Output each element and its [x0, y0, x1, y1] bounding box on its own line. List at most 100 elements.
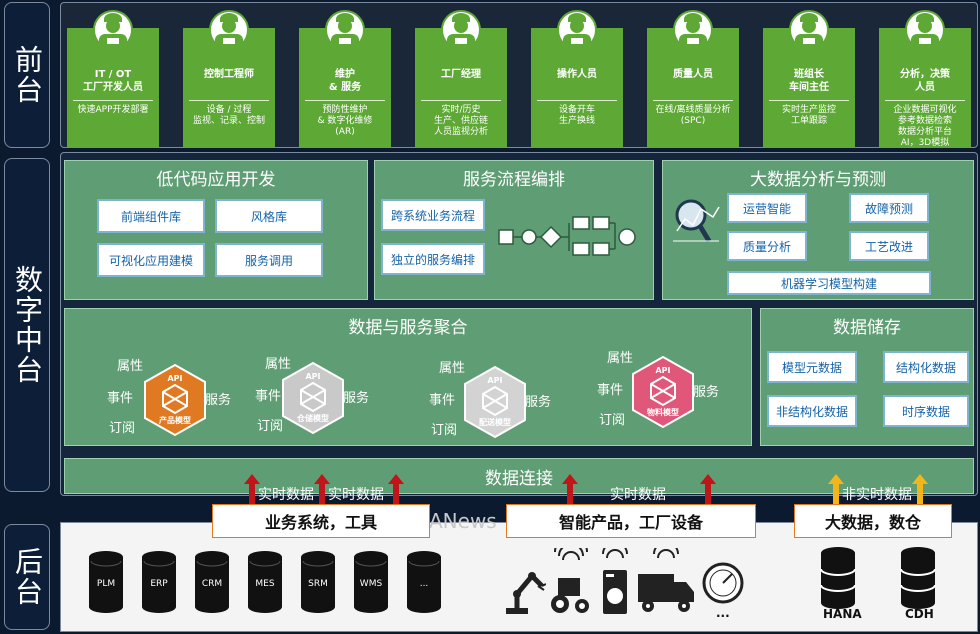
worker-avatar-icon: [789, 10, 829, 50]
database-icon[interactable]: ...: [405, 549, 443, 615]
device-more: ...: [716, 606, 730, 620]
bigdata-db-icon[interactable]: [819, 545, 857, 609]
watermark: ANews: [429, 509, 497, 533]
role-card[interactable]: 班组长 车间主任实时生产监控 工单跟踪: [763, 10, 855, 148]
workflow-icon: [498, 216, 636, 256]
svg-text:API: API: [655, 366, 670, 375]
washing-machine-icon: [602, 548, 628, 614]
data-connection-bar: 数据连接: [64, 458, 974, 494]
database-icon[interactable]: SRM: [299, 549, 337, 615]
bigdata-item[interactable]: 质量分析: [727, 231, 807, 261]
api-model-hexagon[interactable]: API 物料模型: [631, 355, 695, 429]
event-label: 事件: [429, 393, 456, 408]
process-item[interactable]: 独立的服务编排: [381, 243, 485, 275]
role-title: IT / OT 工厂开发人员: [83, 69, 143, 93]
tractor-icon: [551, 548, 589, 613]
category-label: 业务系统，工具: [212, 504, 430, 538]
role-desc: 实时/历史 生产、供应链 人员监视分析: [433, 105, 488, 137]
category-label: 大数据，数仓: [794, 504, 952, 538]
system-name: ...: [419, 579, 429, 589]
bigdata-item[interactable]: 工艺改进: [849, 231, 929, 261]
lowcode-item[interactable]: 可视化应用建模: [97, 243, 205, 277]
database-icon[interactable]: WMS: [352, 549, 390, 615]
bigdata-panel: 大数据分析与预测 运营智能 故障预测 质量分析 工艺改进 机器学习模型构建: [662, 160, 974, 300]
back-panel: ANews PLM ERP CRM MES SRM WMS... HANA CDH: [60, 509, 978, 632]
bigdata-item[interactable]: 机器学习模型构建: [727, 271, 931, 295]
database-icon[interactable]: ERP: [140, 549, 178, 615]
role-divider: [189, 100, 269, 101]
role-divider: [537, 100, 617, 101]
attribute-label: 属性: [607, 351, 634, 366]
role-divider: [421, 100, 501, 101]
band-back: 后台: [4, 524, 50, 630]
role-desc: 快速APP开发部署: [77, 105, 149, 115]
role-card[interactable]: 操作人员设备开车 生产换线: [531, 10, 623, 148]
role-card[interactable]: 维护 & 服务预防性维护 & 数字化维修 (AR): [299, 10, 391, 148]
bigdata-title: 大数据分析与预测: [750, 170, 886, 190]
svg-text:API: API: [305, 372, 320, 381]
role-title: 操作人员: [557, 69, 597, 80]
role-desc: 实时生产监控 工单跟踪: [781, 105, 836, 126]
bigdata-db-label: CDH: [905, 607, 934, 621]
event-label: 事件: [255, 389, 282, 404]
database-icon[interactable]: CRM: [193, 549, 231, 615]
up-arrow-icon: [912, 474, 928, 504]
non-realtime-label: 非实时数据: [842, 487, 912, 503]
role-card[interactable]: IT / OT 工厂开发人员快速APP开发部署: [67, 10, 159, 148]
role-divider: [885, 100, 965, 101]
gauge-icon: [702, 562, 744, 604]
role-desc: 预防性维护 & 数字化维修 (AR): [317, 105, 373, 137]
bigdata-item[interactable]: 故障预测: [849, 193, 929, 223]
role-title: 分析，决策 人员: [900, 69, 950, 93]
analytics-magnifier-icon: [673, 199, 720, 243]
subscribe-label: 订阅: [257, 419, 284, 434]
role-card[interactable]: 分析，决策 人员企业数据可视化 参考数据检索 数据分析平台 AI，3D模拟: [879, 10, 971, 148]
worker-avatar-icon: [325, 10, 365, 50]
model-name: 物料模型: [647, 408, 679, 417]
worker-avatar-icon: [441, 10, 481, 50]
worker-avatar-icon: [905, 10, 945, 50]
storage-item[interactable]: 模型元数据: [767, 351, 857, 383]
lowcode-item[interactable]: 风格库: [215, 199, 323, 233]
up-arrow-icon: [388, 474, 404, 504]
storage-panel: 数据储存 模型元数据 结构化数据 非结构化数据 时序数据: [760, 308, 974, 446]
role-card[interactable]: 控制工程师设备 / 过程 监视、记录、控制: [183, 10, 275, 148]
role-card[interactable]: 工厂经理实时/历史 生产、供应链 人员监视分析: [415, 10, 507, 148]
category-label: 智能产品，工厂设备: [506, 504, 756, 538]
worker-avatar-icon: [673, 10, 713, 50]
role-title: 控制工程师: [204, 69, 254, 80]
subscribe-label: 订阅: [109, 421, 136, 436]
subscribe-label: 订阅: [599, 413, 626, 428]
database-icon[interactable]: PLM: [87, 549, 125, 615]
role-card[interactable]: 质量人员在线/离线质量分析 (SPC): [647, 10, 739, 148]
storage-item[interactable]: 结构化数据: [883, 351, 969, 383]
event-label: 事件: [107, 391, 134, 406]
robot-arm-icon: [506, 572, 546, 614]
bigdata-db-icon[interactable]: [899, 545, 937, 609]
system-name: ERP: [150, 579, 168, 589]
attribute-label: 属性: [439, 361, 466, 376]
role-divider: [769, 100, 849, 101]
bigdata-db-label: HANA: [823, 607, 862, 621]
storage-item[interactable]: 非结构化数据: [767, 395, 857, 427]
up-arrow-icon: [314, 474, 330, 504]
service-label: 服务: [205, 393, 232, 408]
realtime-label: 实时数据: [328, 487, 384, 503]
process-item[interactable]: 跨系统业务流程: [381, 199, 485, 231]
attribute-label: 属性: [117, 359, 144, 374]
bigdata-item[interactable]: 运营智能: [727, 193, 807, 223]
storage-item[interactable]: 时序数据: [883, 395, 969, 427]
aggregation-title: 数据与服务聚合: [348, 318, 468, 338]
role-title: 班组长 车间主任: [789, 69, 829, 93]
up-arrow-icon: [562, 474, 578, 504]
lowcode-item[interactable]: 前端组件库: [97, 199, 205, 233]
lowcode-item[interactable]: 服务调用: [215, 243, 323, 277]
svg-text:API: API: [487, 376, 502, 385]
database-icon[interactable]: MES: [246, 549, 284, 615]
event-label: 事件: [597, 383, 624, 398]
connection-title: 数据连接: [485, 469, 553, 489]
